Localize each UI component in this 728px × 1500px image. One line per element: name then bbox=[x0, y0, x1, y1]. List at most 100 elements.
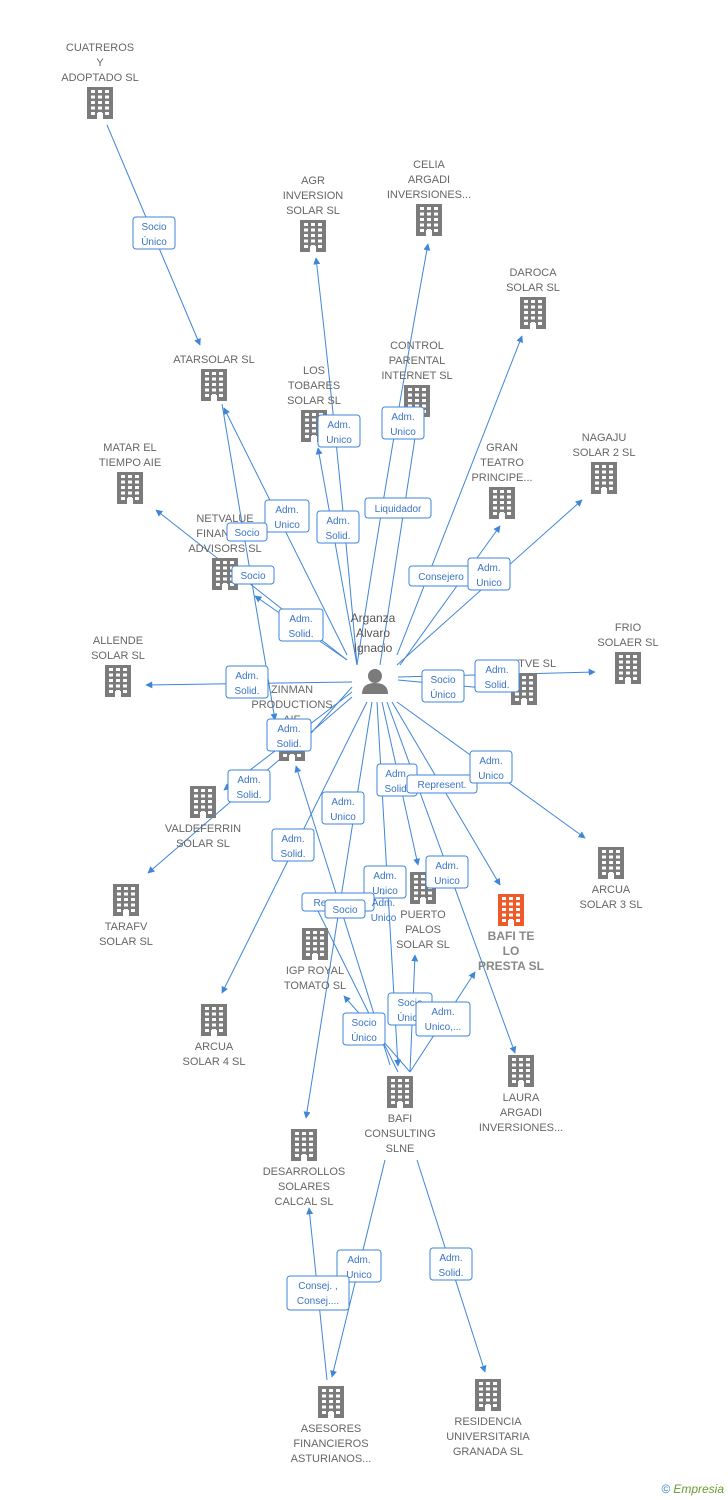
company-name-label: ATARSOLAR SL bbox=[173, 354, 255, 366]
company-node-laura[interactable]: LAURAARGADIINVERSIONES... bbox=[479, 1055, 563, 1134]
company-node-celia[interactable]: CELIAARGADIINVERSIONES... bbox=[387, 159, 471, 236]
edge-role-label[interactable]: Adm.Unico bbox=[363, 865, 407, 899]
edge-role-label[interactable]: Adm.Solid. bbox=[271, 828, 315, 862]
edge-role-text: Adm. bbox=[385, 769, 408, 780]
edge-role-text: Solid. bbox=[288, 629, 313, 640]
edge-role-text: Socio bbox=[240, 571, 265, 582]
building-icon bbox=[113, 884, 139, 916]
edge-role-text: Consejero bbox=[418, 572, 464, 583]
company-node-asesores[interactable]: ASESORESFINANCIEROSASTURIANOS... bbox=[291, 1386, 372, 1465]
edge-role-label[interactable]: Adm.Unico bbox=[317, 414, 361, 448]
edge-role-text: Adm. bbox=[277, 724, 300, 735]
company-name-label: CONTROL bbox=[390, 340, 444, 352]
edge-role-text: Único bbox=[430, 688, 456, 701]
company-name-label: PRESTA SL bbox=[478, 959, 544, 973]
company-name-label: INVERSIONES... bbox=[387, 189, 471, 201]
relationship-edge bbox=[155, 509, 348, 661]
company-node-atarsolar[interactable]: ATARSOLAR SL bbox=[173, 354, 255, 401]
edge-role-label[interactable]: Adm.Solid. bbox=[429, 1247, 473, 1281]
company-name-label: FRIO bbox=[615, 622, 642, 634]
relationship-edge bbox=[315, 447, 358, 666]
edge-role-label[interactable]: Adm.Solid. bbox=[225, 665, 269, 699]
relationship-edge bbox=[399, 525, 501, 666]
edge-role-label[interactable]: Adm.Unico bbox=[336, 1249, 382, 1283]
relationship-edge bbox=[356, 243, 431, 666]
edge-role-label[interactable]: Adm.Solid. bbox=[316, 510, 360, 544]
edge-role-label[interactable]: Adm.Solid. bbox=[227, 769, 271, 803]
footer-brand[interactable]: ©Empresia bbox=[661, 1482, 724, 1496]
edge-role-label[interactable]: Consej. ,Consej.... bbox=[286, 1275, 350, 1311]
edge-role-text: Unico bbox=[274, 520, 300, 531]
edge-role-text: Adm. bbox=[275, 505, 298, 516]
edge-role-text: Socio bbox=[397, 998, 422, 1009]
edge-role-label[interactable]: Adm.Unico bbox=[467, 557, 511, 591]
company-name-label: INVERSIONES... bbox=[479, 1122, 563, 1134]
edge-role-label[interactable]: Represent. bbox=[406, 774, 478, 794]
edge-role-label[interactable]: Adm.Unico bbox=[425, 855, 469, 889]
edge-role-label[interactable]: Adm.Solid. bbox=[278, 608, 324, 642]
company-name-label: SOLAR SL bbox=[91, 650, 145, 662]
edge-role-label[interactable]: Adm.Unico bbox=[381, 406, 425, 440]
edge-role-text: Unico bbox=[478, 771, 504, 782]
company-name-label: ZINMAN bbox=[271, 684, 313, 696]
building-icon bbox=[190, 786, 216, 818]
edge-role-text: Adm. bbox=[373, 871, 396, 882]
edge-role-label[interactable]: Adm. Unico bbox=[264, 499, 310, 533]
edge-role-label[interactable]: Socio bbox=[324, 899, 366, 919]
company-name-label: NETVALUE bbox=[196, 513, 253, 525]
company-name-label: PUERTO bbox=[400, 909, 446, 921]
edge-role-text: Unico bbox=[346, 1270, 372, 1281]
edge-role-label[interactable]: Adm.Solid. bbox=[474, 659, 520, 693]
person-name-label: Ignacio bbox=[354, 641, 393, 655]
edge-role-label[interactable]: Adm.Unico bbox=[371, 892, 397, 924]
building-icon bbox=[475, 1379, 501, 1411]
edge-role-label[interactable]: Socio bbox=[226, 522, 268, 542]
company-name-label: GRAN bbox=[486, 442, 518, 454]
company-name-label: BAFI TE bbox=[488, 929, 535, 943]
edge-role-label[interactable]: Adm.Unico,... bbox=[415, 1001, 471, 1037]
edge-role-label[interactable]: Socio bbox=[231, 565, 275, 585]
edge-role-text: Solid. bbox=[484, 680, 509, 691]
company-name-label: RESIDENCIA bbox=[454, 1416, 522, 1428]
company-name-label: SOLAR SL bbox=[396, 939, 450, 951]
company-name-label: SOLAER SL bbox=[597, 637, 658, 649]
building-icon bbox=[387, 1076, 413, 1108]
edge-role-label[interactable]: Adm.Unico bbox=[321, 791, 365, 825]
edge-role-label[interactable]: Consejero bbox=[408, 565, 474, 587]
company-name-label: PRINCIPE... bbox=[471, 472, 532, 484]
company-name-label: TOBARES bbox=[288, 380, 340, 392]
edge-role-label[interactable]: Liquidador bbox=[364, 497, 432, 519]
edge-role-label[interactable]: Adm.Unico bbox=[469, 750, 513, 784]
edge-labels-layer: SocioÚnicoAdm.UnicoAdm.UnicoAdm.Solid.Li… bbox=[132, 216, 520, 1311]
edge-role-text: Adm. bbox=[477, 563, 500, 574]
company-name-label: PALOS bbox=[405, 924, 441, 936]
company-name-label: VALDEFERRIN bbox=[165, 823, 241, 835]
edge-role-label[interactable]: Adm.Solid. bbox=[266, 718, 312, 752]
edge-role-text: Unico,... bbox=[425, 1022, 462, 1033]
company-name-label: INTERNET SL bbox=[381, 370, 452, 382]
company-node-frio[interactable]: FRIO SOLAER SL bbox=[597, 622, 659, 684]
building-icon bbox=[201, 1004, 227, 1036]
company-node-gran[interactable]: GRANTEATROPRINCIPE... bbox=[471, 442, 533, 519]
edge-role-text: Adm. bbox=[327, 420, 350, 431]
